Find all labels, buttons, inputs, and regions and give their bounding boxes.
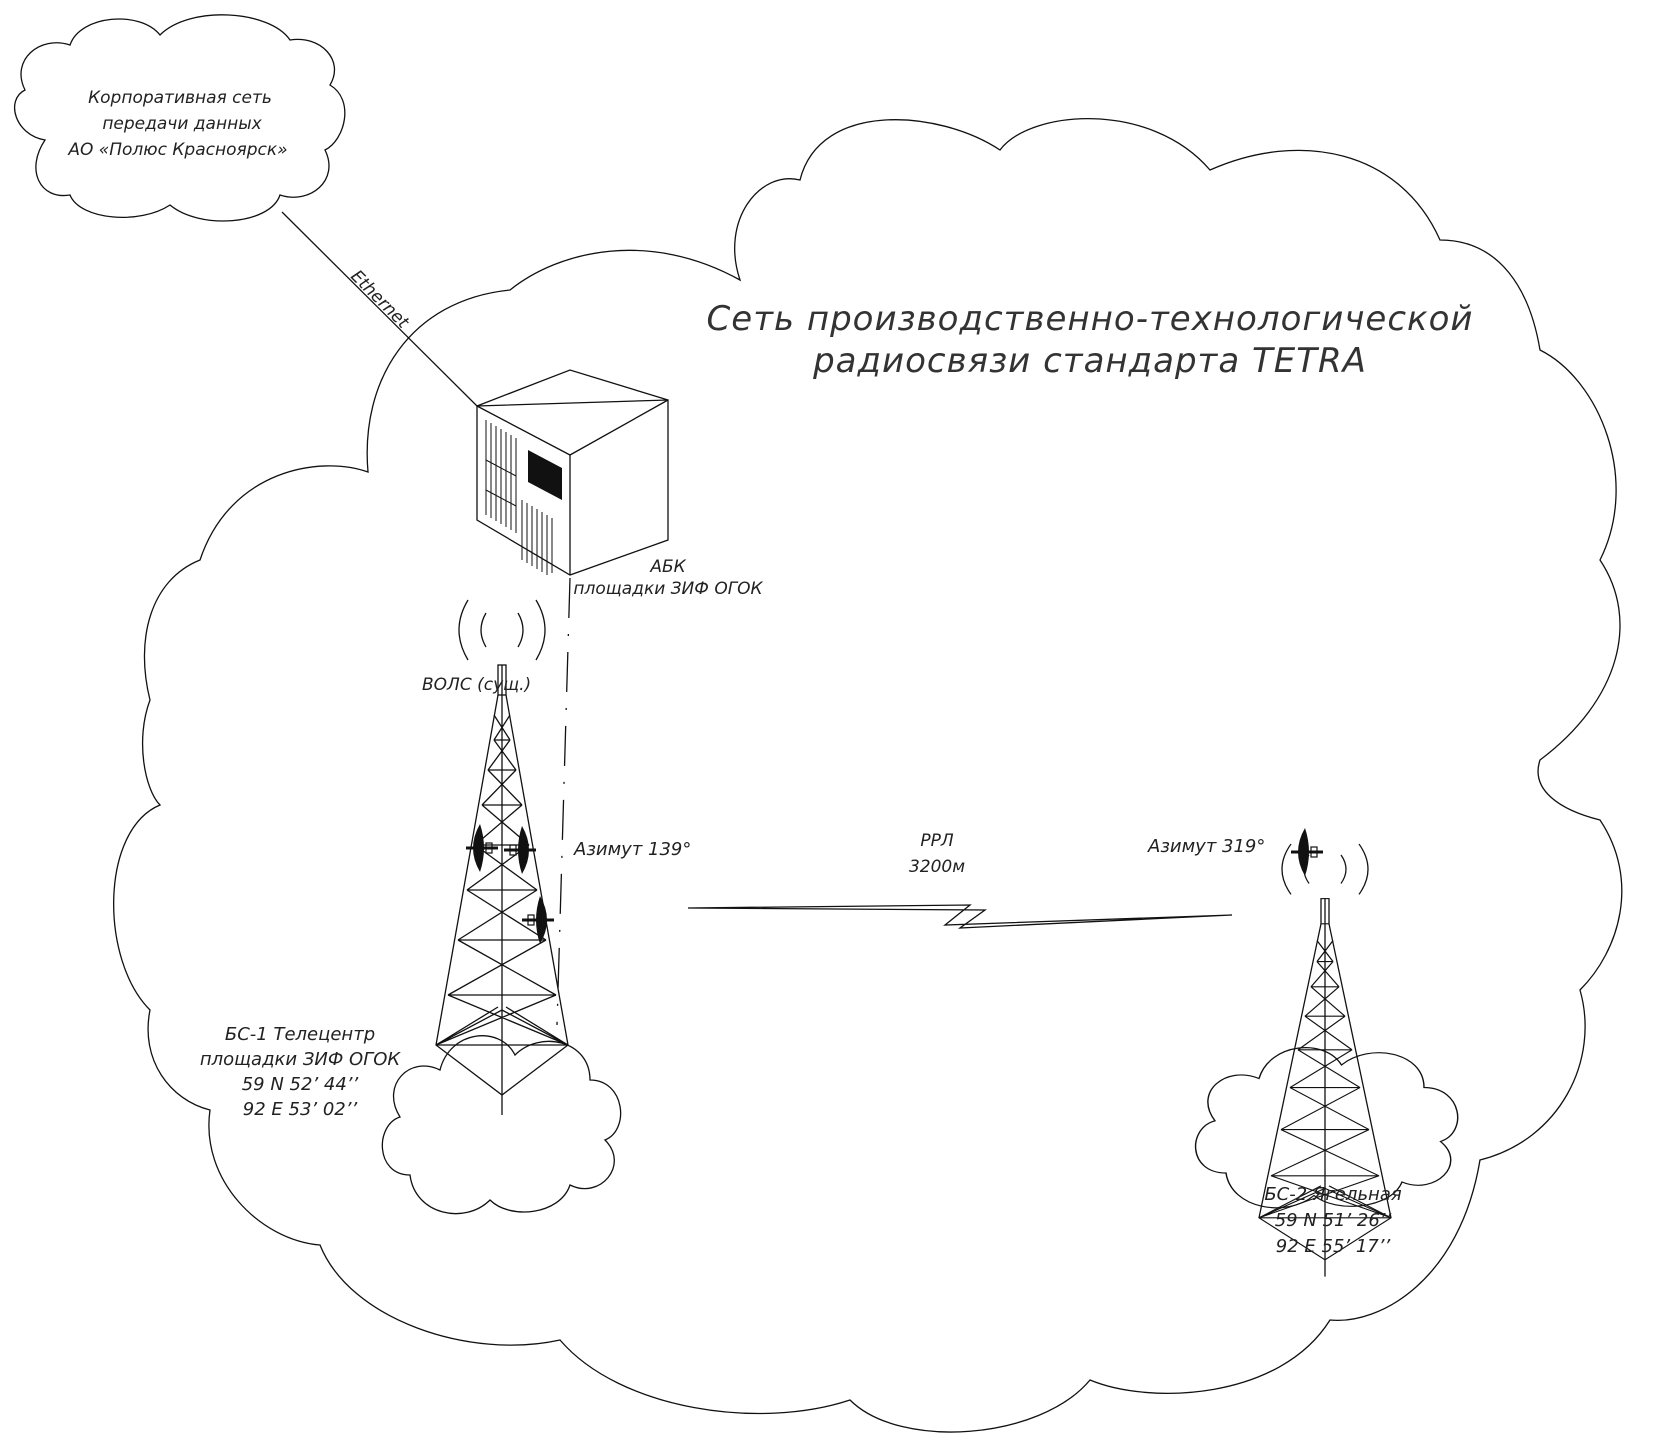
radio-relay-link [687, 904, 1233, 929]
radio-link-line1: РРЛ [920, 831, 954, 851]
tetra-title-line2: радиосвязи стандарта TETRA [812, 341, 1367, 381]
bs1-label-line2: площадки ЗИФ ОГОК [200, 1049, 402, 1070]
bs1-dish-left [464, 822, 500, 874]
tetra-title: Сеть производственно-технологической рад… [707, 299, 1474, 381]
tetra-title-line1: Сеть производственно-технологической [707, 299, 1474, 339]
tetra-network-cloud [113, 118, 1623, 1433]
corporate-cloud-label: Корпоративная сеть передачи данных АО «П… [67, 88, 287, 160]
ethernet-link [281, 211, 478, 407]
radio-link-line2: 3200м [909, 857, 965, 877]
bs2-label-line2: 59 N 51’ 26’’ [1275, 1210, 1392, 1231]
server-label-line1: АБК [649, 557, 686, 577]
bs2-dish [1289, 826, 1325, 878]
ethernet-label: Ethernet [346, 266, 413, 333]
bs1-label-line4: 92 E 53’ 02’’ [243, 1099, 358, 1120]
server-cube [476, 369, 669, 576]
corporate-cloud-line1: Корпоративная сеть [88, 88, 272, 108]
bs2-label: БС-2 Ягельная 59 N 51’ 26’’ 92 E 55’ 17’… [1264, 1184, 1402, 1257]
bs1-label-line1: БС-1 Телецентр [225, 1024, 375, 1045]
server-label-line2: площадки ЗИФ ОГОК [573, 579, 763, 599]
corporate-cloud-line3: АО «Полюс Красноярск» [67, 140, 287, 160]
bs2-label-line1: БС-2 Ягельная [1264, 1184, 1402, 1205]
corporate-cloud-line2: передачи данных [102, 114, 262, 134]
bs2-label-line3: 92 E 55’ 17’’ [1276, 1236, 1391, 1257]
radio-link-label: РРЛ 3200м [909, 831, 965, 877]
fiber-label: ВОЛС (сущ.) [422, 675, 531, 695]
azimuth-right-label: Азимут 319° [1147, 836, 1265, 857]
server-label: АБК площадки ЗИФ ОГОК [573, 557, 763, 599]
bs1-label-line3: 59 N 52’ 44’’ [242, 1074, 359, 1095]
corporate-network-cloud [14, 14, 346, 222]
fiber-link [556, 577, 571, 1026]
bs1-dish-right [502, 824, 538, 876]
bs1-label: БС-1 Телецентр площадки ЗИФ ОГОК 59 N 52… [200, 1024, 402, 1120]
azimuth-left-label: Азимут 139° [573, 839, 691, 860]
